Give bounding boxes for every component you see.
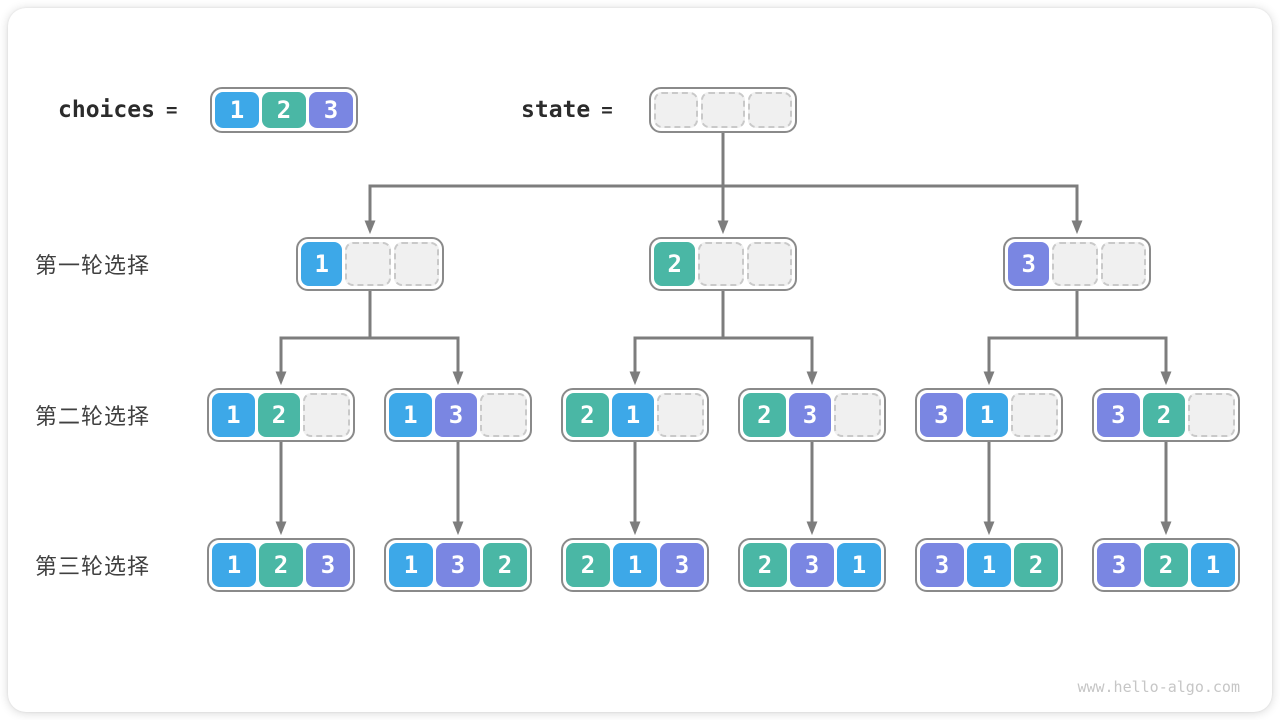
value-cell: 3	[1097, 393, 1140, 437]
value-cell: 2	[566, 543, 610, 587]
value-cell: 2	[483, 543, 527, 587]
value-cell: 3	[309, 92, 353, 128]
level1-box: 1	[296, 237, 444, 291]
round2-label: 第二轮选择	[35, 404, 151, 429]
empty-slot	[303, 393, 351, 437]
empty-slot	[1188, 393, 1236, 437]
value-cell: 1	[389, 393, 432, 437]
value-cell: 2	[1014, 543, 1058, 587]
value-cell: 3	[660, 543, 704, 587]
value-cell: 3	[434, 393, 478, 437]
state-label-group: state =	[521, 87, 613, 133]
value-cell: 3	[920, 393, 963, 437]
connector-level2-to-level3	[275, 442, 1172, 536]
empty-slot	[345, 242, 391, 286]
value-cell: 1	[613, 543, 657, 587]
level1-box: 3	[1003, 237, 1151, 291]
state-equals-sign: =	[601, 99, 613, 121]
value-cell: 3	[306, 543, 350, 587]
connector-level1-b-to-level2	[629, 291, 818, 386]
empty-slot	[480, 393, 528, 437]
choices-label-group: choices =	[58, 87, 177, 133]
value-cell: 1	[212, 543, 256, 587]
value-cell: 1	[215, 92, 259, 128]
state-label: state	[521, 97, 591, 123]
empty-slot	[1011, 393, 1059, 437]
empty-slot	[657, 393, 705, 437]
round3-label: 第三轮选择	[35, 554, 151, 579]
value-cell: 2	[262, 92, 306, 128]
value-cell: 3	[788, 393, 832, 437]
empty-slot	[1100, 242, 1146, 286]
empty-slot	[1052, 242, 1098, 286]
value-cell: 1	[967, 543, 1011, 587]
empty-slot	[834, 393, 882, 437]
empty-slot	[698, 242, 744, 286]
value-cell: 2	[566, 393, 609, 437]
choices-label: choices	[58, 97, 155, 123]
value-cell: 2	[743, 543, 787, 587]
round1-label: 第一轮选择	[35, 253, 151, 278]
empty-slot	[393, 242, 439, 286]
value-cell: 2	[1144, 543, 1188, 587]
connector-level1-a-to-level2	[275, 291, 464, 386]
value-cell: 1	[389, 543, 433, 587]
value-cell: 2	[743, 393, 786, 437]
value-cell: 3	[920, 543, 964, 587]
value-cell: 1	[301, 242, 343, 286]
level1-box: 2	[649, 237, 797, 291]
empty-slot	[654, 92, 698, 128]
value-cell: 3	[790, 543, 834, 587]
value-cell: 2	[259, 543, 303, 587]
empty-slot	[746, 242, 792, 286]
value-cell: 1	[837, 543, 881, 587]
value-cell: 2	[257, 393, 301, 437]
value-cell: 1	[965, 393, 1009, 437]
connector-level1-c-to-level2	[983, 291, 1172, 386]
empty-slot	[748, 92, 792, 128]
value-cell: 3	[436, 543, 480, 587]
value-cell: 3	[1097, 543, 1141, 587]
state-array	[649, 87, 797, 133]
value-cell: 2	[654, 242, 696, 286]
value-cell: 3	[1008, 242, 1050, 286]
site-watermark: www.hello-algo.com	[1077, 678, 1240, 696]
empty-slot	[701, 92, 745, 128]
value-cell: 1	[611, 393, 655, 437]
value-cell: 2	[1142, 393, 1186, 437]
connector-state-to-level1	[364, 133, 1083, 235]
choices-equals-sign: =	[165, 99, 178, 121]
value-cell: 1	[212, 393, 255, 437]
value-cell: 1	[1191, 543, 1235, 587]
